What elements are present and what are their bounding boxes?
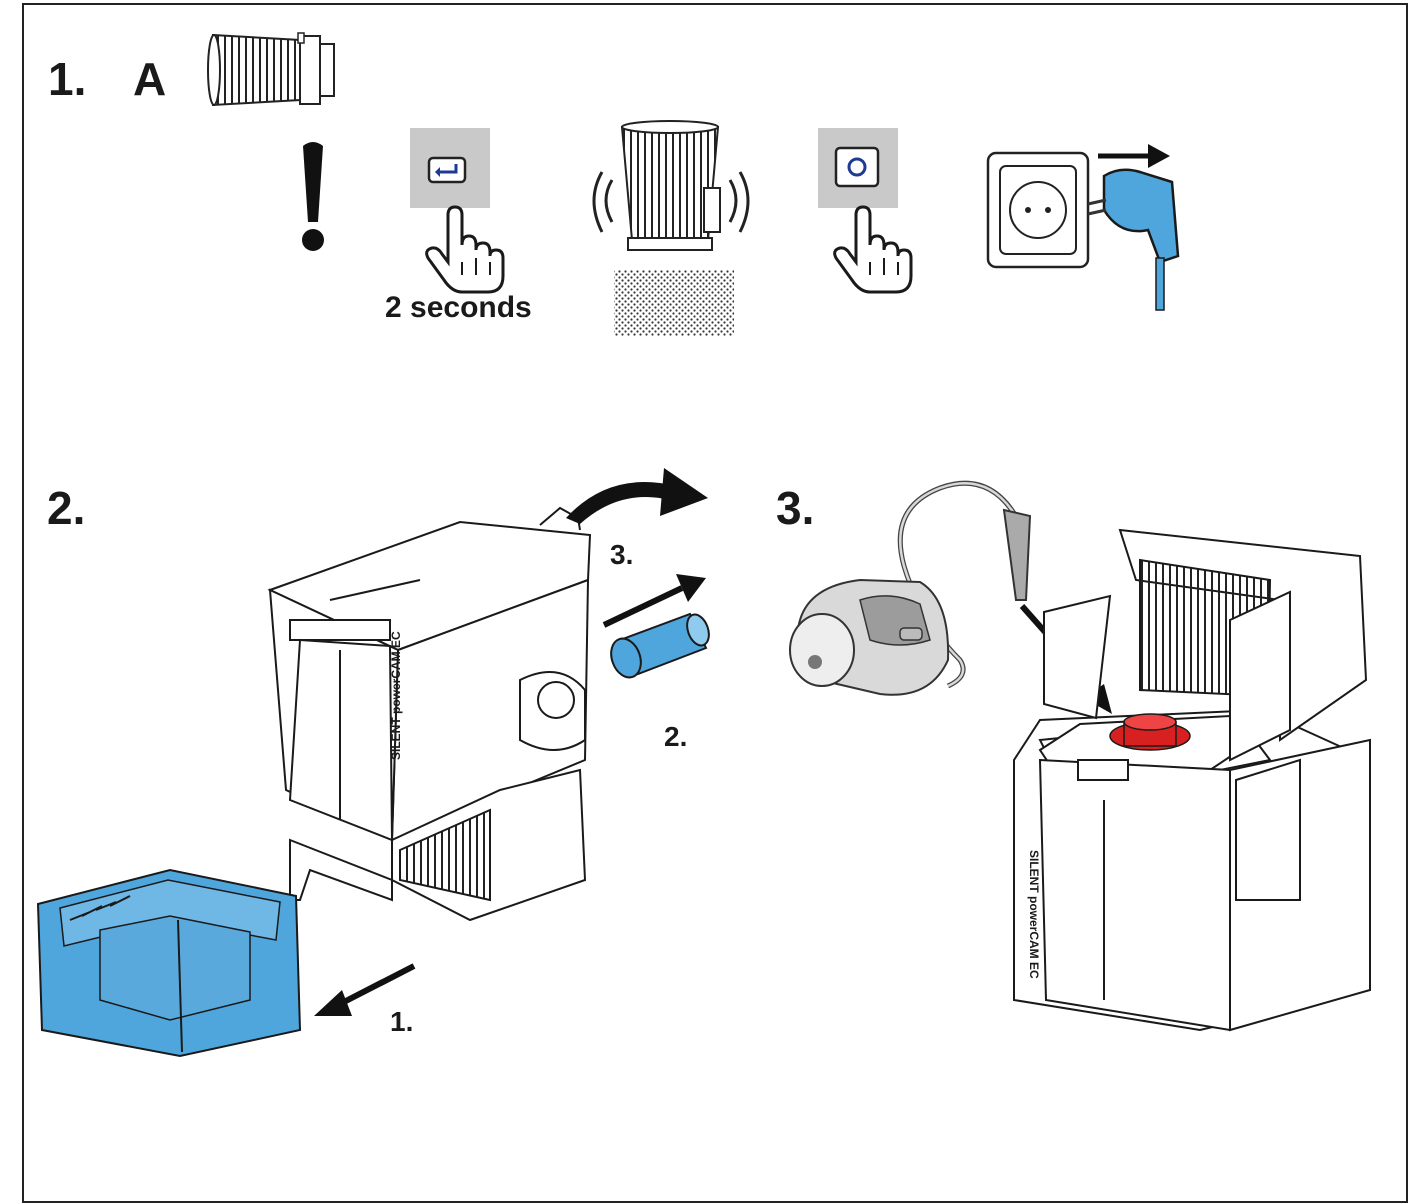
wall-socket-unplug-icon — [986, 144, 1180, 311]
pointing-hand-icon-2 — [833, 205, 913, 294]
substep-insert-label: 2. — [664, 721, 688, 752]
insert-tube-arrow — [602, 574, 706, 628]
illustration-canvas: SILENT powerCAM EC — [36, 32, 1371, 1058]
dust-extractor-open — [1013, 528, 1371, 1032]
pointing-hand-icon — [425, 205, 505, 294]
dust-extractor-device — [267, 506, 592, 922]
remove-tray-arrow — [314, 963, 416, 1016]
substep-rotate-label: 3. — [610, 539, 634, 570]
blue-dust-tray — [36, 868, 302, 1058]
filter-cartridge-icon — [207, 32, 335, 107]
enter-key-button-icon — [410, 128, 490, 208]
vacuum-cleaner-icon — [789, 480, 1032, 696]
step-1-letter: A — [133, 53, 167, 105]
red-motor-icon — [1109, 713, 1191, 751]
blue-adapter-tube — [610, 612, 710, 679]
step-2-number: 2. — [47, 482, 86, 534]
shaking-filter-icon — [592, 120, 750, 336]
step-3-number: 3. — [776, 482, 815, 534]
step-1-number: 1. — [48, 53, 87, 105]
device-brand-text-2: SILENT powerCAM EC — [1027, 850, 1041, 979]
power-button-icon — [818, 128, 898, 208]
substep-remove-label: 1. — [390, 1006, 414, 1037]
rotate-arrow — [566, 468, 708, 524]
warning-exclamation-icon — [302, 142, 324, 251]
press-duration-label: 2 seconds — [385, 291, 532, 324]
device-brand-text-1: SILENT powerCAM EC — [389, 631, 403, 760]
